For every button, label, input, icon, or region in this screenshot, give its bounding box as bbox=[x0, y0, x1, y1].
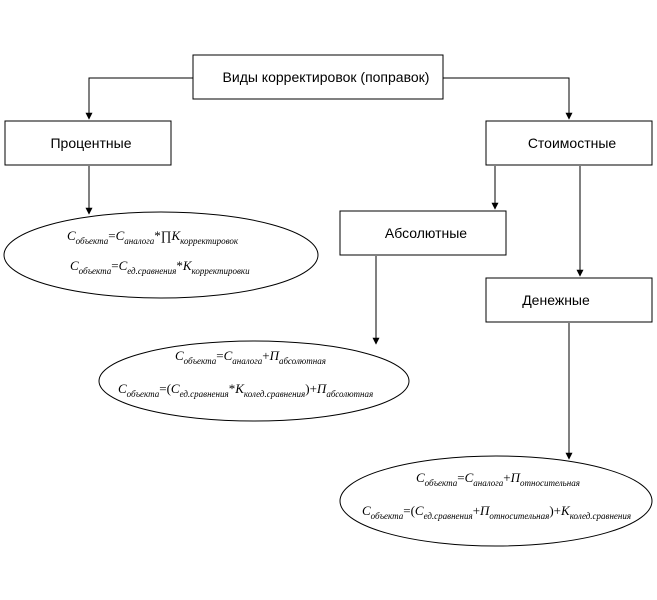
monetary-label: Денежные bbox=[522, 292, 590, 308]
monetary-formula-ellipse bbox=[339, 455, 653, 547]
connector-root-percent bbox=[85, 77, 193, 120]
percent-box bbox=[4, 120, 172, 166]
monetary-box bbox=[485, 277, 653, 323]
absolute-formula-2: Cобъекта=(Cед.сравнения*Kколед.сравнения… bbox=[118, 381, 373, 399]
absolute-formula-ellipse bbox=[98, 340, 410, 422]
absolute-label: Абсолютные bbox=[385, 225, 467, 241]
percent-label: Процентные bbox=[50, 135, 131, 151]
cost-label: Стоимостные bbox=[528, 135, 617, 151]
absolute-box bbox=[339, 210, 507, 256]
monetary-formula-2: Cобъекта=(Cед.сравнения+Потносительная)+… bbox=[362, 503, 631, 521]
percent-formula-2: Cобъекта=Cед.сравнения*Kкорректировки bbox=[70, 258, 250, 276]
root-box bbox=[192, 54, 444, 100]
percent-formula-ellipse bbox=[3, 211, 319, 299]
absolute-formula-1: Cобъекта=Cаналога+Пабсолютная bbox=[175, 348, 326, 366]
percent-formula-1: Cобъекта=Cаналога*∏Kкорректировок bbox=[67, 228, 239, 246]
cost-box bbox=[485, 120, 653, 166]
root-label: Виды корректировок (поправок) bbox=[223, 69, 430, 85]
connector-root-cost bbox=[443, 77, 573, 120]
monetary-formula-1: Cобъекта=Cаналога+Потносительная bbox=[416, 470, 580, 488]
